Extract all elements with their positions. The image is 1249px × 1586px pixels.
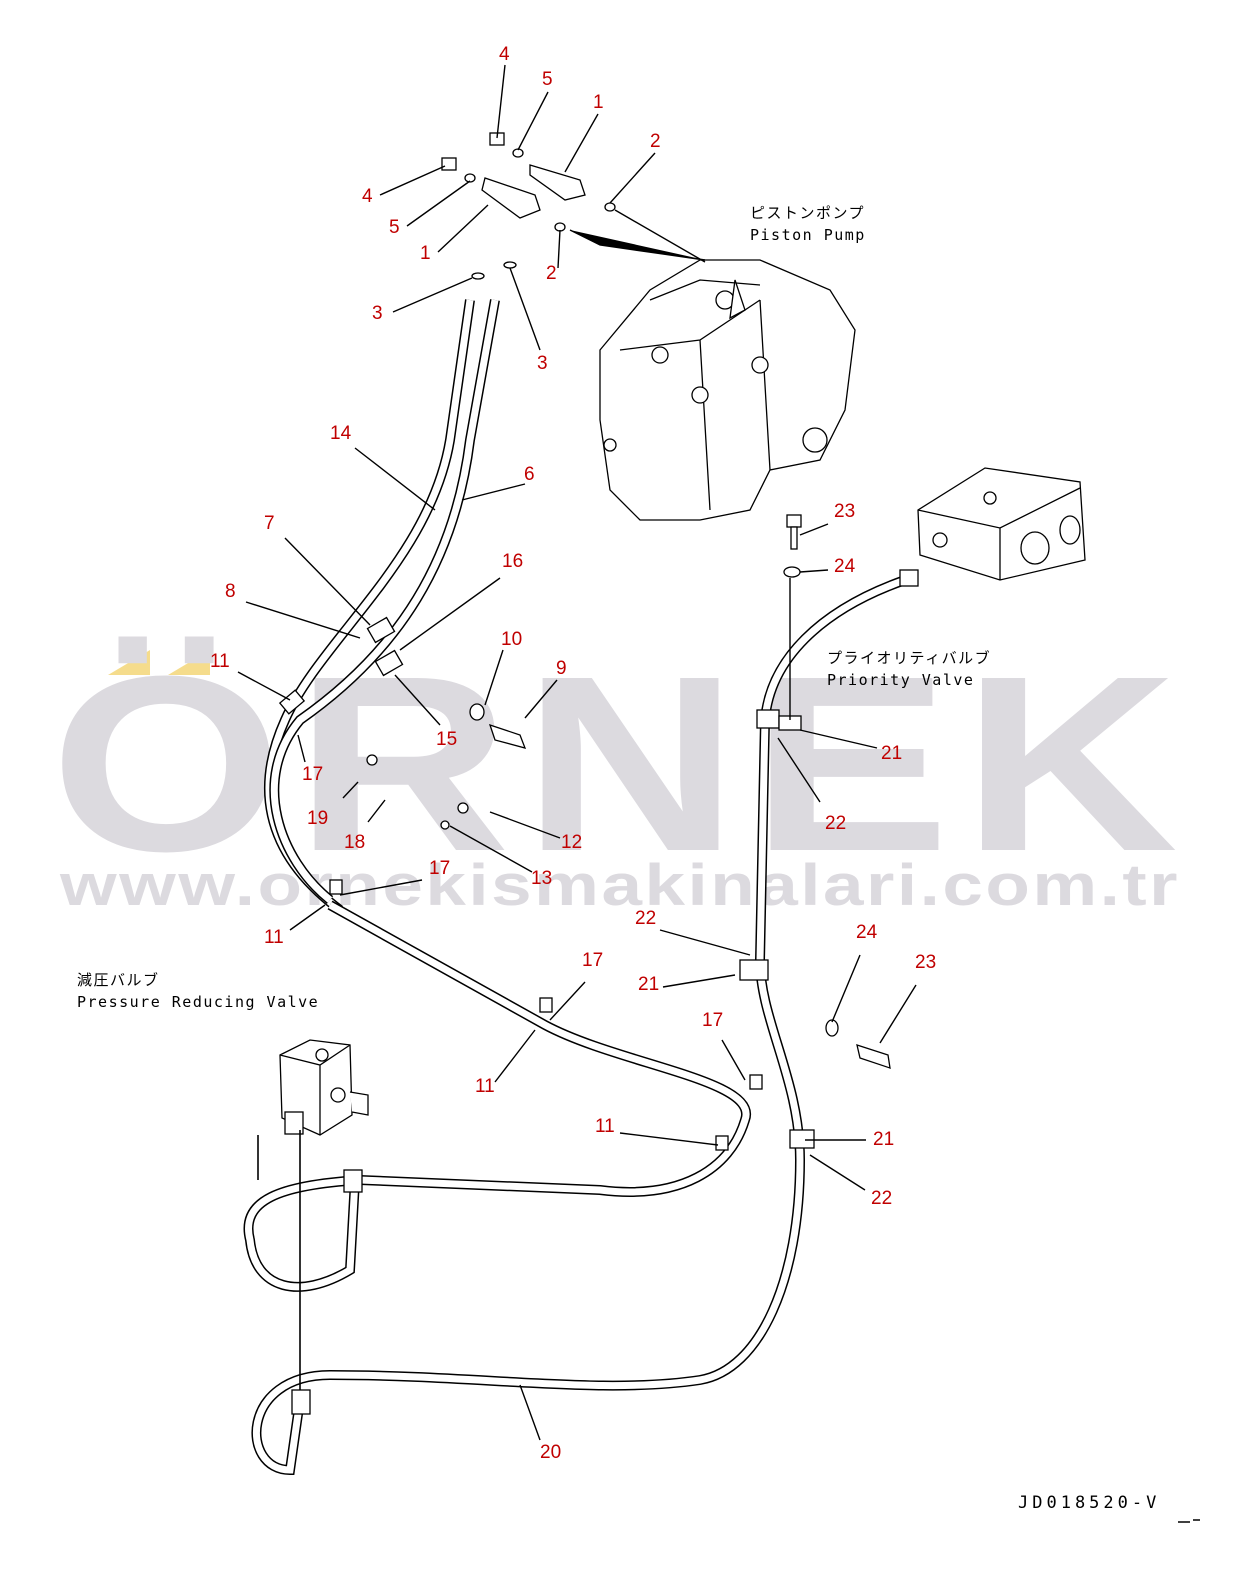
callout: 9 [556,658,567,679]
callout: 1 [593,92,604,113]
callout: 23 [915,952,936,973]
callout: 22 [825,813,846,834]
callout: 22 [871,1188,892,1209]
callout: 12 [561,832,582,853]
callout: 2 [650,131,661,152]
callout: 3 [537,353,548,374]
callout: 19 [307,808,328,829]
callout-numbers: 4 5 1 2 4 5 1 2 3 3 14 6 7 8 16 10 9 11 … [210,44,936,1463]
callout: 1 [420,243,431,264]
piston-pump-label-en: Piston Pump [750,226,866,244]
priority-valve-label-en: Priority Valve [827,671,974,689]
callout: 22 [635,908,656,929]
callout: 15 [436,729,457,750]
watermark-accent [168,650,210,675]
callout: 24 [856,922,878,943]
hoses [243,299,919,1476]
priority-valve-drawing [917,467,1086,581]
callout: 11 [475,1076,495,1097]
pressure-reducing-valve-label-en: Pressure Reducing Valve [77,993,319,1011]
callout: 6 [524,464,535,485]
callout: 17 [302,764,323,785]
drawing-code: JD018520-V [1018,1493,1160,1513]
callout: 13 [531,868,552,889]
watermark: ÖRNEK www.ornekismakinalari.com.tr [50,624,1190,918]
callout: 23 [834,501,855,522]
callout: 4 [362,186,373,207]
pressure-reducing-valve-drawing [279,1039,369,1136]
callout: 11 [595,1116,615,1137]
callout: 21 [881,743,902,764]
watermark-accent [108,650,150,675]
callout: 8 [225,581,236,602]
callout: 24 [834,556,856,577]
watermark-brand: ÖRNEK [50,624,1190,903]
callout: 3 [372,303,383,324]
callout: 17 [702,1010,723,1031]
fittings [366,132,891,1069]
callout: 20 [540,1442,561,1463]
callout: 5 [542,69,553,90]
callout: 21 [873,1129,894,1150]
callout: 2 [546,263,557,284]
pressure-reducing-valve-label-jp: 減圧バルブ [77,971,160,989]
piston-pump-label-jp: ピストンポンプ [750,204,865,222]
callout: 5 [389,217,400,238]
piston-pump-drawing [599,259,856,521]
watermark-url: www.ornekismakinalari.com.tr [59,853,1180,918]
callout: 14 [330,423,352,444]
callout: 16 [502,551,523,572]
callout: 10 [501,629,522,650]
callout: 11 [210,651,230,672]
priority-valve-label-jp: プライオリティバルブ [827,649,991,667]
hose-main [243,900,752,1292]
callout: 4 [499,44,510,65]
callout: 18 [344,832,365,853]
callout: 17 [429,858,450,879]
leader-lines [237,64,917,1441]
callout: 11 [264,927,284,948]
callout: 17 [582,950,603,971]
hose-6 [269,299,500,904]
callout: 7 [264,513,275,534]
callout: 21 [638,974,659,995]
